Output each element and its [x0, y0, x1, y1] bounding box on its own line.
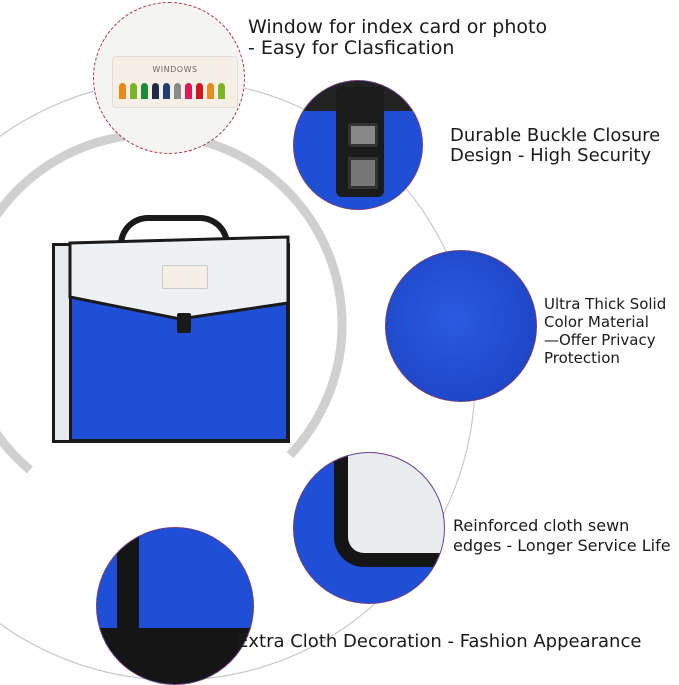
feature-caption-edges: Reinforced cloth sewn edges - Longer Ser… — [453, 516, 671, 556]
material-detail-circle — [385, 250, 537, 402]
window-detail-circle: WINDOWS — [93, 2, 245, 154]
window-label: WINDOWS — [152, 65, 198, 74]
caption-line: Extra Cloth Decoration - Fashion Appeara… — [237, 631, 642, 652]
folder-flap — [68, 235, 290, 321]
cloth-edge — [334, 453, 444, 567]
buckle — [336, 87, 384, 197]
product-folder — [50, 215, 292, 445]
color-tab — [163, 83, 170, 99]
caption-line: Protection — [544, 349, 620, 367]
caption-line: —Offer Privacy — [544, 331, 656, 349]
color-tab — [207, 83, 214, 99]
color-tab — [218, 83, 225, 99]
folder-gusset — [52, 243, 72, 443]
folder-window — [162, 265, 208, 289]
feature-caption-window: Window for index card or photo - Easy fo… — [248, 16, 548, 60]
color-tab — [141, 83, 148, 99]
feature-caption-buckle: Durable Buckle Closure Design - High Sec… — [450, 125, 661, 167]
color-tab — [196, 83, 203, 99]
caption-line: Reinforced cloth sewn — [453, 516, 630, 535]
window-card: WINDOWS — [112, 56, 238, 108]
caption-line: - Easy for Clasfication — [248, 37, 455, 60]
feature-caption-cloth: Extra Cloth Decoration - Fashion Appeara… — [237, 631, 642, 652]
caption-line: Color Material — [544, 313, 649, 331]
cloth-detail-circle — [96, 527, 254, 685]
caption-line: Window for index card or photo — [248, 16, 548, 38]
feature-caption-material: Ultra Thick Solid Color Material —Offer … — [544, 295, 666, 367]
buckle-detail-circle — [293, 80, 423, 210]
color-tab — [119, 83, 126, 99]
color-tab — [130, 83, 137, 99]
edge-detail-circle — [293, 452, 445, 604]
color-tab — [185, 83, 192, 99]
caption-line: edges - Longer Service Life — [453, 536, 671, 555]
folder-buckle — [177, 313, 191, 333]
color-tab — [174, 83, 181, 99]
caption-line: Design - High Security — [450, 145, 652, 167]
caption-line: Ultra Thick Solid — [544, 295, 667, 313]
color-tabs — [119, 83, 225, 99]
cloth-side — [117, 528, 139, 684]
caption-line: Durable Buckle Closure — [450, 125, 661, 146]
color-tab — [152, 83, 159, 99]
